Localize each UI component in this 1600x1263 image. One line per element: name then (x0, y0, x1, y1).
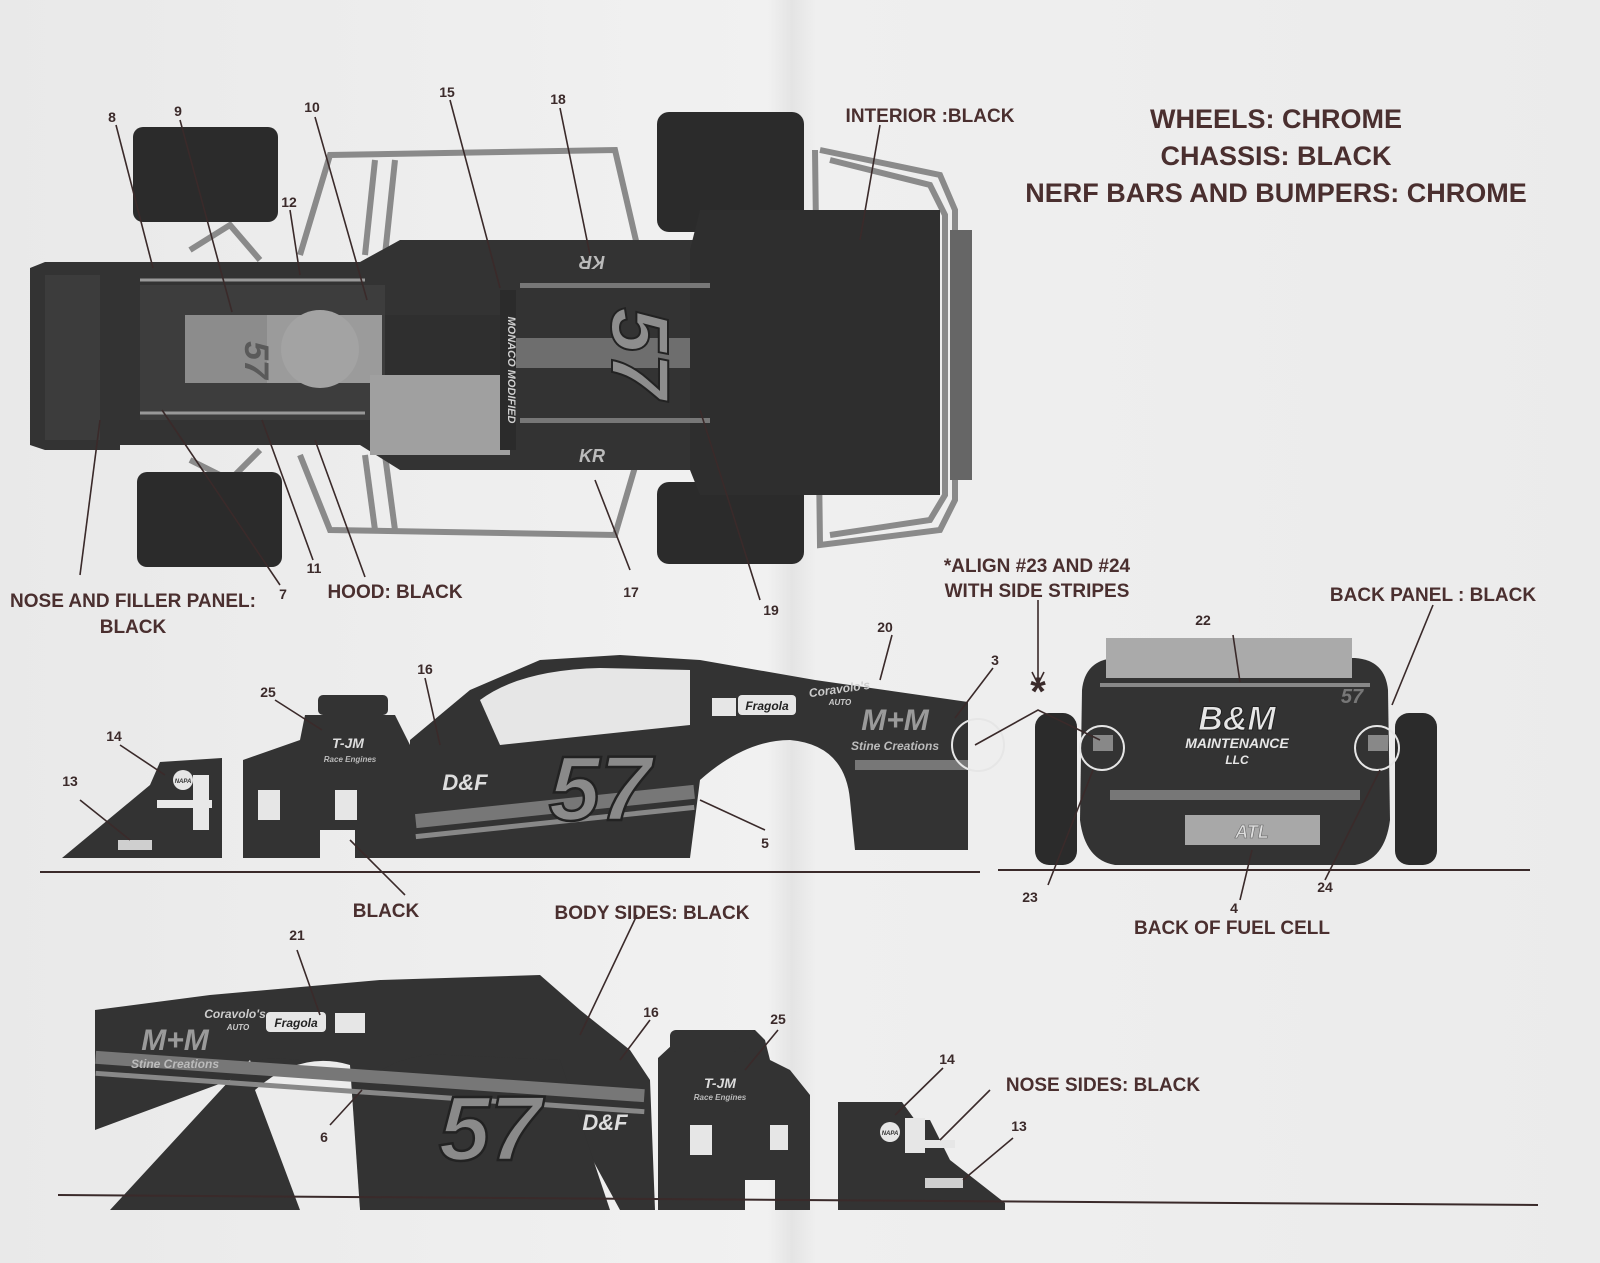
callout-4: 4 (1230, 900, 1238, 916)
callout-14: 14 (106, 728, 122, 744)
auto-decal-left: AUTO (828, 698, 852, 707)
title-line-chassis: CHASSIS: BLACK (1160, 141, 1392, 171)
callout-20: 20 (877, 619, 893, 635)
df-decal-right: D&F (582, 1110, 628, 1135)
callout-14-bottom: 14 (939, 1051, 955, 1067)
kr-decal-top: KR (579, 252, 605, 272)
callout-23: 23 (1022, 889, 1038, 905)
napa-decal-1: NAPA (175, 779, 192, 785)
callout-16: 16 (417, 661, 433, 677)
callout-21: 21 (289, 927, 305, 943)
callout-5: 5 (761, 835, 769, 851)
roof-number-decal: 57 (594, 307, 685, 402)
side-number-decal-left: 57 (549, 738, 655, 840)
label-align-line2: WITH SIDE STRIPES (945, 581, 1130, 602)
right-side-view: 57 D&F M+M Stine Creations Coravolo's AU… (95, 975, 1005, 1210)
fragola-decal-right: Fragola (274, 1016, 318, 1030)
side-number-decal-right: 57 (439, 1078, 545, 1180)
llc-decal: LLC (1225, 753, 1249, 767)
label-nose-filler-line2: BLACK (100, 617, 167, 638)
label-back-panel: BACK PANEL : BLACK (1330, 585, 1536, 606)
callout-6: 6 (320, 1129, 328, 1145)
race-engines-decal-1: Race Engines (324, 755, 377, 764)
label-filler-black: BLACK (353, 901, 420, 922)
mm-decal-right: M+M (141, 1024, 210, 1057)
tjm-decal-1: T-JM (332, 735, 364, 751)
callout-12: 12 (281, 194, 297, 210)
title-line-nerf-bars: NERF BARS AND BUMPERS: CHROME (1025, 178, 1527, 208)
align-asterisk: * (1030, 670, 1046, 714)
callout-3: 3 (991, 652, 999, 668)
callout-16-bottom: 16 (643, 1004, 659, 1020)
callout-10: 10 (304, 99, 320, 115)
label-align-line1: *ALIGN #23 AND #24 (944, 556, 1131, 577)
kr-decal-bottom: KR (579, 446, 605, 466)
top-view-car: 57 57 MONACO MODIFIED KR KR (30, 112, 972, 567)
callout-25: 25 (260, 684, 276, 700)
callout-22: 22 (1195, 612, 1211, 628)
callout-8: 8 (108, 109, 116, 125)
label-interior: INTERIOR :BLACK (846, 106, 1015, 127)
label-hood: HOOD: BLACK (327, 582, 462, 603)
callout-19: 19 (763, 602, 779, 618)
rear-view: ATL B&M MAINTENANCE LLC 57 (1035, 638, 1437, 865)
callout-numbers: 8 9 10 12 15 18 7 11 17 19 20 3 16 25 14… (62, 84, 1333, 1145)
fragola-decal-left: Fragola (745, 699, 789, 713)
label-nose-sides: NOSE SIDES: BLACK (1006, 1075, 1201, 1096)
maintenance-decal: MAINTENANCE (1185, 735, 1289, 751)
monaco-decal: MONACO MODIFIED (505, 317, 517, 424)
callout-15: 15 (439, 84, 455, 100)
color-spec-title: WHEELS: CHROME CHASSIS: BLACK NERF BARS … (1025, 104, 1527, 208)
rear-number-decal: 57 (1341, 686, 1364, 708)
auto-decal-right: AUTO (226, 1023, 250, 1032)
napa-decal-2: NAPA (882, 1131, 899, 1137)
race-engines-decal-2: Race Engines (694, 1093, 747, 1102)
callout-9: 9 (174, 103, 182, 119)
bm-decal: B&M (1198, 700, 1276, 738)
tjm-decal-2: T-JM (704, 1075, 736, 1091)
callout-13: 13 (62, 773, 78, 789)
callout-17: 17 (623, 584, 639, 600)
label-back-fuel-cell: BACK OF FUEL CELL (1134, 918, 1330, 939)
label-body-sides: BODY SIDES: BLACK (555, 903, 750, 924)
left-side-view: NAPA T-JM Race Engines 57 D&F M+M Stine … (62, 655, 1005, 858)
callout-25-bottom: 25 (770, 1011, 786, 1027)
label-nose-filler-line1: NOSE AND FILLER PANEL: (10, 591, 256, 612)
df-decal-left: D&F (442, 770, 488, 795)
hood-number-decal: 57 (237, 341, 275, 381)
callout-18: 18 (550, 91, 566, 107)
stine-decal-right: Stine Creations (131, 1057, 219, 1071)
mm-decal-left: M+M (861, 704, 930, 737)
title-line-wheels: WHEELS: CHROME (1150, 104, 1402, 134)
callout-13-bottom: 13 (1011, 1118, 1027, 1134)
coravolo-decal-right: Coravolo's (204, 1007, 266, 1021)
stine-decal-left: Stine Creations (851, 739, 939, 753)
callout-11: 11 (307, 560, 322, 576)
callout-24: 24 (1317, 879, 1333, 895)
atl-decal: ATL (1234, 822, 1269, 842)
callout-7: 7 (279, 586, 287, 602)
